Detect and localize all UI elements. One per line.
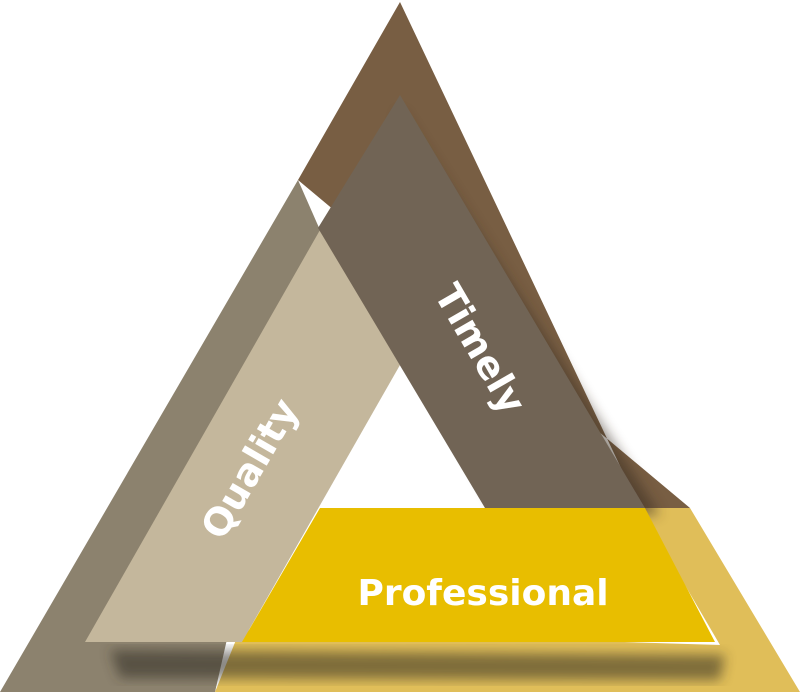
timely-band (318, 95, 645, 508)
outer-right-segment (215, 508, 800, 692)
professional-label: Professional (357, 573, 608, 614)
professional-band (242, 508, 715, 642)
quality-band (85, 230, 400, 642)
professional-band-shadow (110, 650, 725, 680)
